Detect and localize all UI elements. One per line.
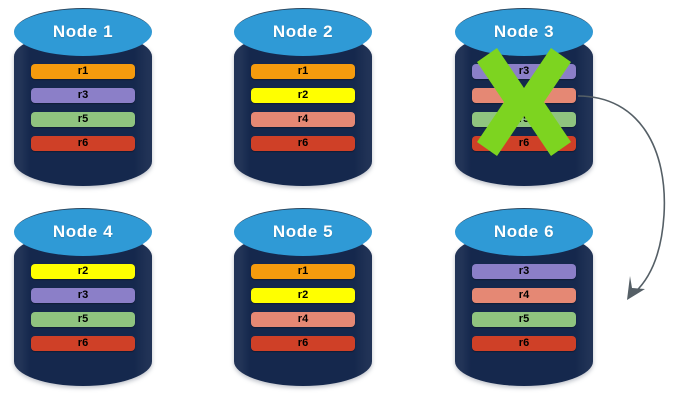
record-bar-r1[interactable]: r1 [251,264,355,279]
record-bar-r6[interactable]: r6 [472,136,576,151]
record-bar-list: r3 r4 r5 r6 [472,264,576,360]
node-label: Node 1 [52,22,114,41]
record-bar-r4[interactable]: r4 [251,312,355,327]
record-bar-r2[interactable]: r2 [251,88,355,103]
node-cylinder-top [14,208,152,256]
record-bar-r4[interactable]: r4 [472,288,576,303]
record-bar-r2[interactable]: r2 [251,288,355,303]
record-bar-r4[interactable]: r4 [472,88,576,103]
node-label: Node 5 [272,222,334,241]
node-cylinder-top [455,208,593,256]
node-cylinder-body [14,32,152,186]
record-bar-r6[interactable]: r6 [31,136,135,151]
record-bar-r6[interactable]: r6 [251,336,355,351]
node-label: Node 3 [493,22,555,41]
node-cylinder-body [455,232,593,386]
database-node-2[interactable]: Node 2 r1 r2 r4 r6 [234,8,372,186]
database-node-5[interactable]: Node 5 r1 r2 r4 r6 [234,208,372,386]
record-bar-r2[interactable]: r2 [31,264,135,279]
node-cylinder-top [14,8,152,56]
node-cylinder-body [234,32,372,186]
record-bar-r6[interactable]: r6 [472,336,576,351]
record-bar-list: r3 r4 r5 r6 [472,64,576,160]
record-bar-r6[interactable]: r6 [251,136,355,151]
record-bar-r3[interactable]: r3 [472,264,576,279]
node-cylinder-top [234,8,372,56]
record-bar-list: r2 r3 r5 r6 [31,264,135,360]
record-bar-r4[interactable]: r4 [251,112,355,127]
record-bar-r6[interactable]: r6 [31,336,135,351]
node-label: Node 2 [272,22,334,41]
node-label: Node 6 [493,222,555,241]
record-bar-r5[interactable]: r5 [31,112,135,127]
record-bar-list: r1 r2 r4 r6 [251,64,355,160]
record-bar-list: r1 r2 r4 r6 [251,264,355,360]
record-bar-r3[interactable]: r3 [31,88,135,103]
record-bar-r5[interactable]: r5 [472,112,576,127]
record-bar-r3[interactable]: r3 [472,64,576,79]
database-node-4[interactable]: Node 4 r2 r3 r5 r6 [14,208,152,386]
record-bar-r5[interactable]: r5 [472,312,576,327]
database-node-3[interactable]: Node 3 r3 r4 r5 r6 [455,8,593,186]
record-bar-list: r1 r3 r5 r6 [31,64,135,160]
node-cylinder-body [234,232,372,386]
node-cylinder-body [14,232,152,386]
node-label: Node 4 [52,222,114,241]
database-node-1[interactable]: Node 1 r1 r3 r5 r6 [14,8,152,186]
database-node-6[interactable]: Node 6 r3 r4 r5 r6 [455,208,593,386]
record-bar-r3[interactable]: r3 [31,288,135,303]
failover-arrow-head [627,276,645,300]
node-cylinder-top [234,208,372,256]
record-bar-r1[interactable]: r1 [31,64,135,79]
record-bar-r5[interactable]: r5 [31,312,135,327]
record-bar-r1[interactable]: r1 [251,64,355,79]
